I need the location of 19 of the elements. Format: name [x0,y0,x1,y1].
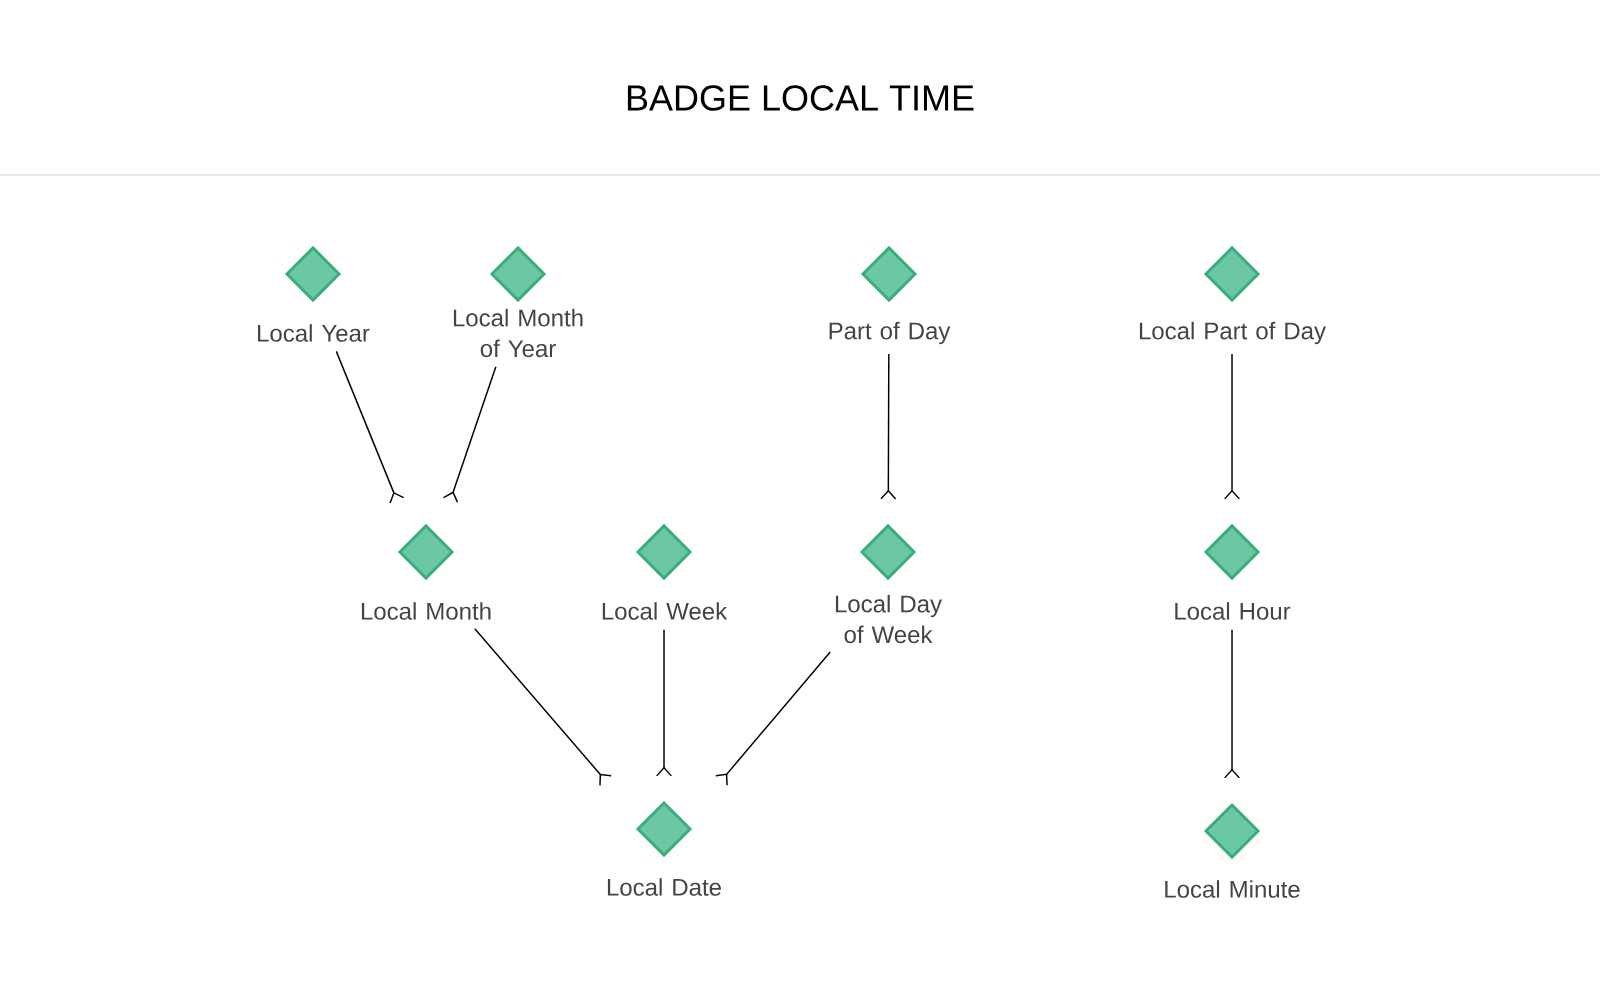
node-label: Local Day of Week [835,594,942,644]
node-label: Local Hour [1175,602,1291,620]
node-label: Local Minute [1165,880,1300,898]
node-label: Local Year [258,324,370,342]
connector [442,366,497,503]
node-label: Part of Day [829,321,951,345]
connector [335,350,405,504]
node-label: Local Month [361,602,491,620]
node-label: Local Part of Day [1139,321,1326,345]
connector [880,353,897,500]
connector [655,628,673,777]
connector [1223,628,1241,779]
node-label: Local Week [602,602,728,620]
connector [715,651,831,786]
node-label: Local Date [607,878,721,896]
node-label: Local Month of Year [453,308,583,358]
connector [1223,353,1241,500]
title: BADGE LOCAL TIME [627,85,974,111]
connector [474,628,612,787]
